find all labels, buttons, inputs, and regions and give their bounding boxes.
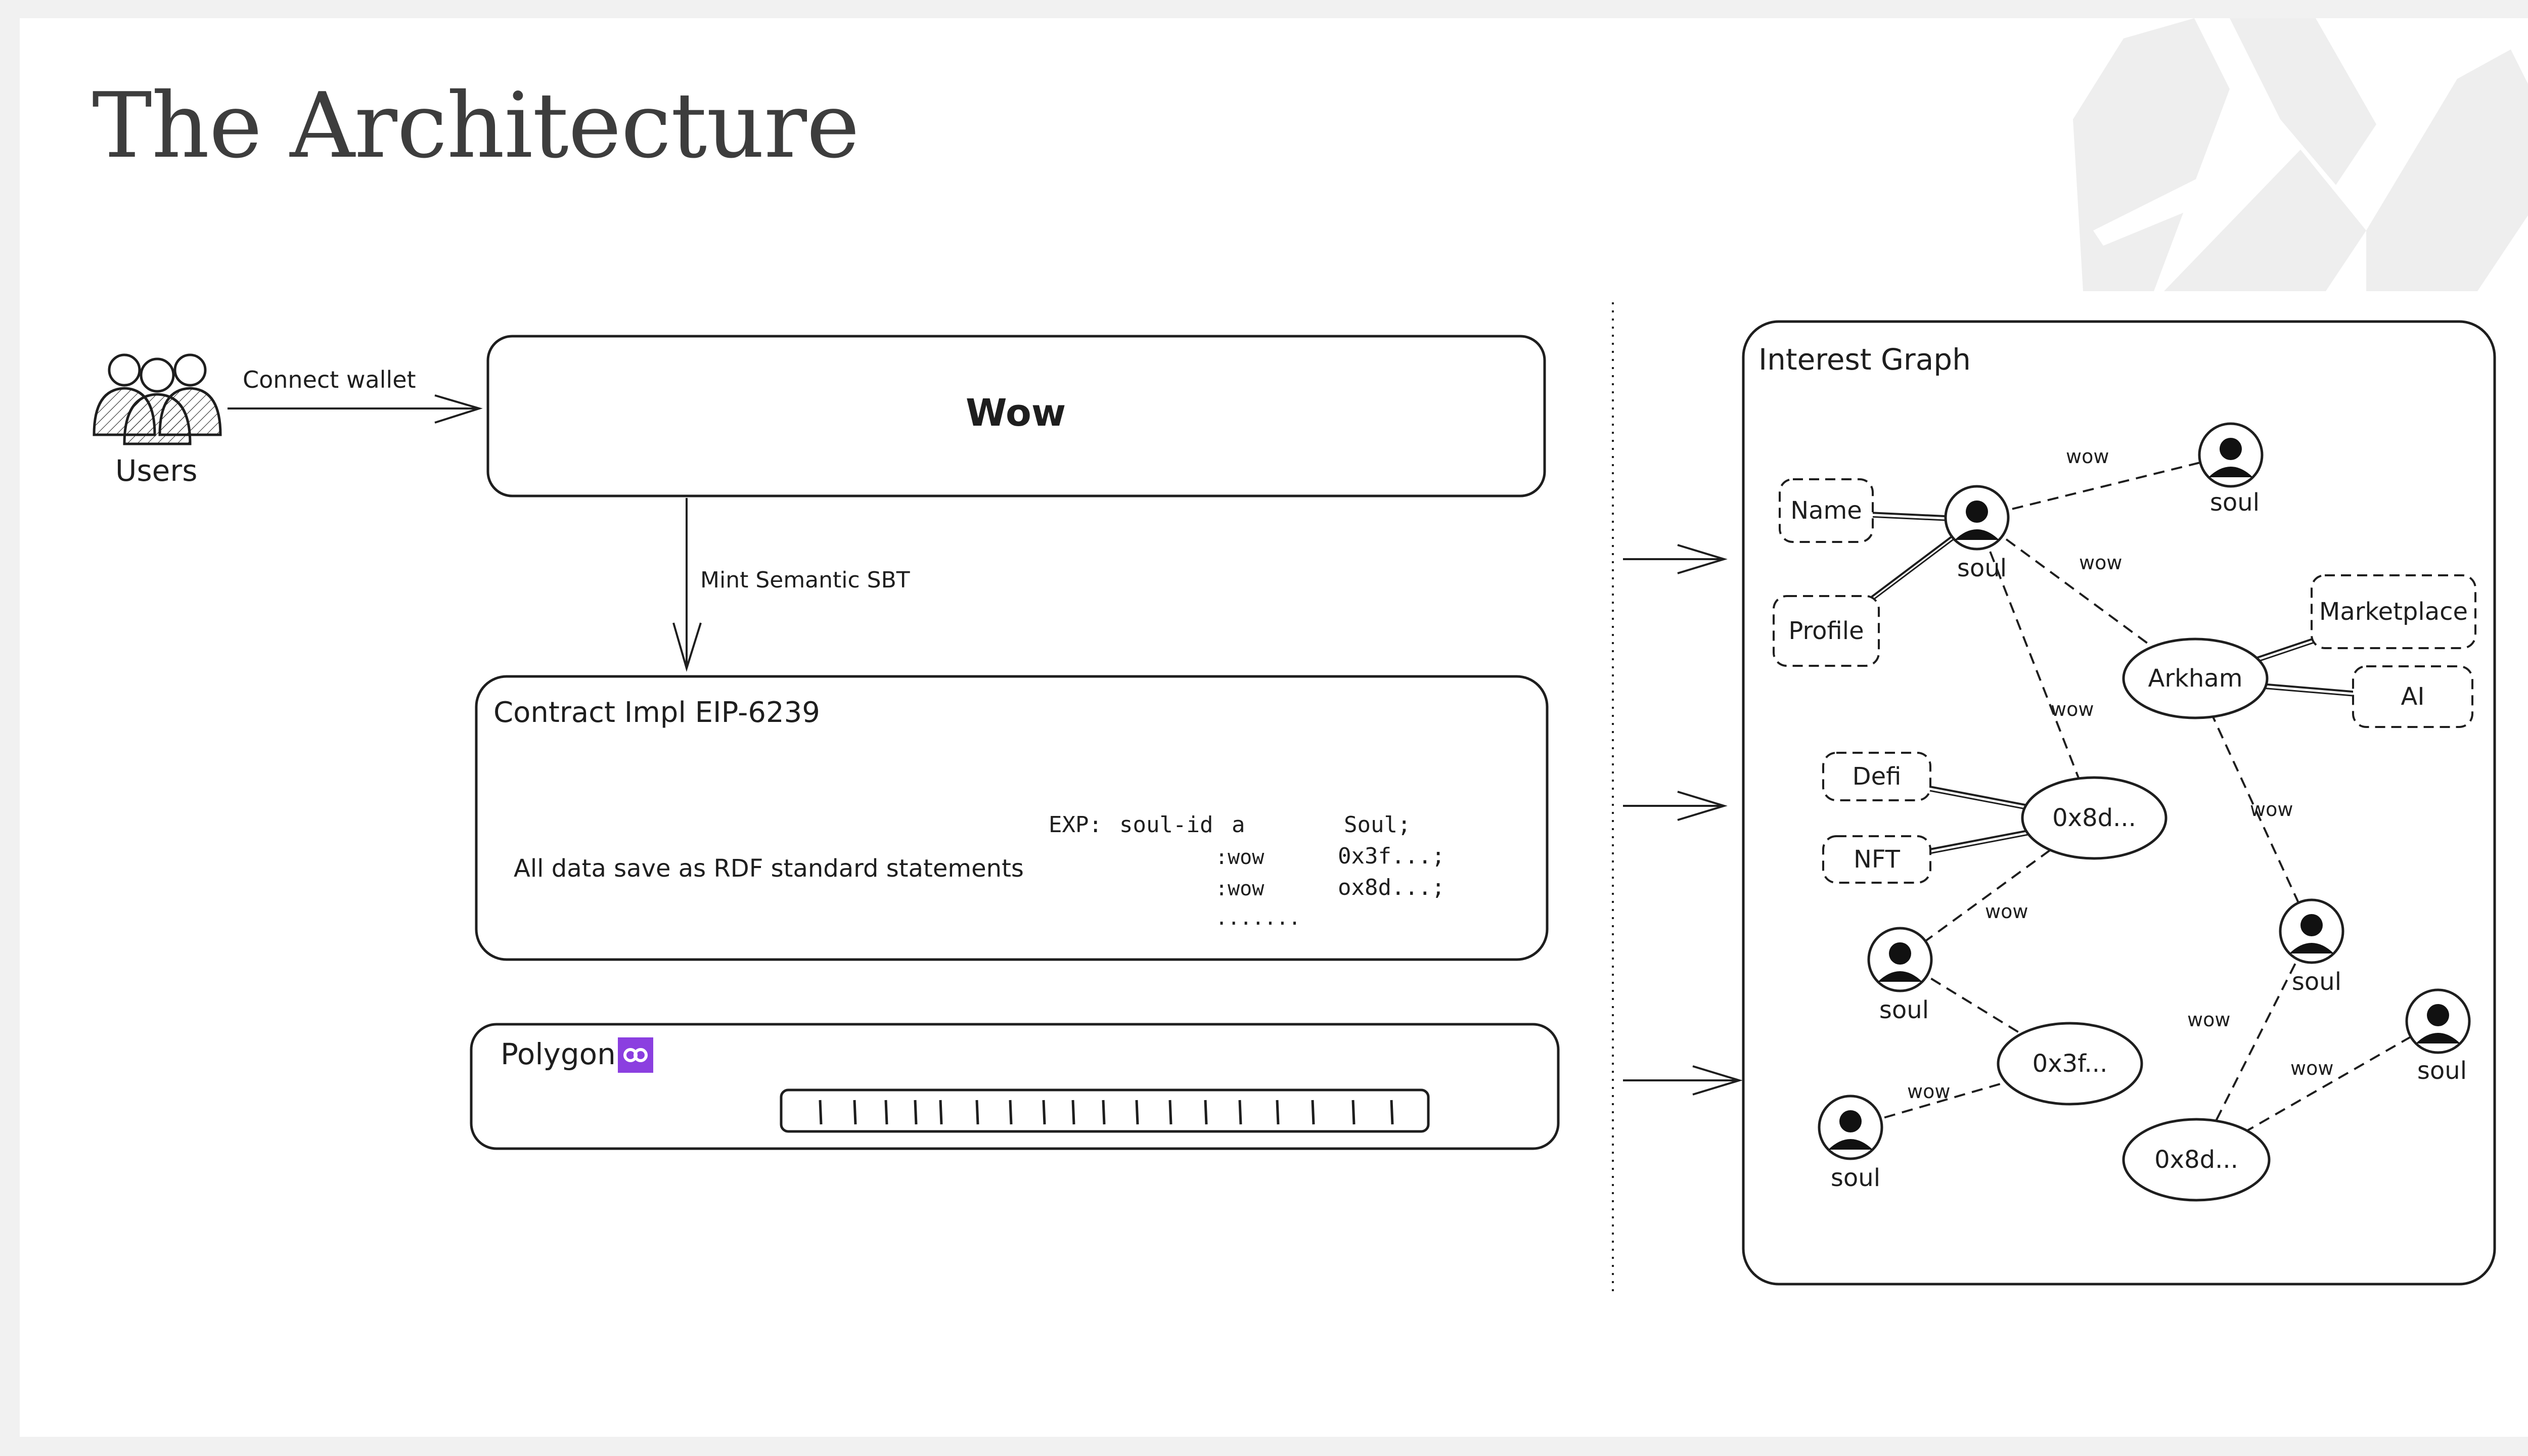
polygon-label: Polygon: [501, 1037, 616, 1071]
block-tick: [1238, 1100, 1242, 1125]
contract-label: 0x8d...: [2154, 1146, 2238, 1174]
user-avatar-icon: [2416, 1004, 2460, 1043]
graph-edge-soul1-soul2: [1976, 454, 2231, 519]
users-label: Users: [115, 453, 198, 488]
block-tick: [1204, 1100, 1208, 1125]
rdf-object: 0x3f...;: [1338, 843, 1445, 869]
contract-label: Arkham: [2148, 664, 2243, 693]
soul-label: soul: [1879, 996, 1929, 1024]
rdf-predicate: a: [1232, 812, 1245, 838]
graph-edge-soul5-c8d2: [2195, 931, 2313, 1160]
block-tick: [1042, 1100, 1046, 1125]
user-avatar-icon: [1878, 942, 1922, 982]
block-tick: [1102, 1100, 1106, 1125]
graph-node-name: Name: [1779, 478, 1874, 543]
rdf-object: Soul;: [1344, 812, 1411, 838]
contract-title: Contract Impl EIP-6239: [493, 696, 820, 729]
mint-sbt-label: Mint Semantic SBT: [700, 567, 910, 593]
graph-node-soul4: soul: [1818, 1095, 1883, 1192]
block-tick: [884, 1100, 888, 1125]
graph-node-profile: Profile: [1773, 595, 1880, 667]
soul-label: soul: [2292, 968, 2341, 996]
graph-node-soul5: soul: [2279, 898, 2344, 996]
graph-node-ai: AI: [2352, 665, 2473, 728]
block-tick: [819, 1100, 823, 1125]
wow-app-box: [486, 335, 1546, 497]
edge-label: wow: [2290, 1057, 2333, 1079]
rdf-ellipsis: .......: [1215, 906, 1301, 930]
contract-label: 0x3f...: [2033, 1050, 2108, 1078]
graph-edge-arkham-soul5: [2194, 678, 2313, 932]
block-tick: [914, 1100, 918, 1125]
block-tick: [853, 1100, 857, 1125]
graph-node-c3f: 0x3f...: [1997, 1022, 2143, 1106]
block-tick: [1009, 1100, 1013, 1125]
block-tick: [1276, 1100, 1280, 1125]
graph-node-marketplace: Marketplace: [2311, 574, 2476, 649]
graph-node-nft: NFT: [1822, 835, 1931, 884]
block-tick: [1071, 1100, 1075, 1125]
block-tick: [1351, 1100, 1356, 1125]
logo-watermark-icon: [2073, 18, 2528, 291]
edge-label: wow: [2250, 798, 2293, 821]
contract-box: [475, 675, 1549, 961]
contract-label: 0x8d...: [2052, 804, 2136, 832]
block-tick: [939, 1100, 943, 1125]
rdf-prefix: EXP:: [1049, 812, 1102, 838]
connect-wallet-arrow: [228, 394, 483, 424]
tag-label: NFT: [1854, 845, 1901, 874]
rdf-predicate: :wow: [1215, 877, 1265, 900]
graph-node-c8d1: 0x8d...: [2021, 776, 2168, 860]
tag-label: Profile: [1788, 617, 1864, 645]
rdf-object: ox8d...;: [1338, 875, 1445, 900]
rdf-predicate: :wow: [1215, 846, 1265, 869]
graph-node-arkham: Arkham: [2122, 638, 2269, 719]
edge-label: wow: [1907, 1080, 1950, 1103]
tag-label: AI: [2401, 682, 2425, 711]
soul-label: soul: [2417, 1057, 2467, 1085]
rdf-subject: soul-id: [1119, 812, 1213, 838]
graph-node-defi: Defi: [1822, 752, 1931, 801]
edge-label: wow: [2066, 445, 2109, 468]
graph-node-soul3: soul: [1867, 927, 1933, 1024]
blockchain-bar: [780, 1088, 1430, 1133]
tag-label: Name: [1790, 496, 1862, 525]
wow-box-title: Wow: [966, 391, 1066, 435]
edge-label: wow: [2187, 1009, 2230, 1031]
tag-label: Defi: [1853, 762, 1902, 791]
graph-node-soul6: soul: [2405, 988, 2471, 1085]
edge-label: wow: [2051, 698, 2094, 720]
graph-input-arrows: [1623, 544, 1743, 1096]
graph-node-c8d2: 0x8d...: [2122, 1118, 2271, 1202]
soul-label: soul: [2210, 488, 2260, 517]
edge-label: wow: [2079, 552, 2122, 574]
graph-node-soul1: soul: [1944, 485, 2010, 582]
block-tick: [1135, 1100, 1139, 1125]
user-avatar-icon: [2208, 438, 2253, 477]
block-tick: [1168, 1100, 1172, 1125]
graph-node-soul2: soul: [2198, 422, 2264, 517]
interest-graph-title: Interest Graph: [1758, 342, 1971, 377]
block-tick: [1390, 1100, 1394, 1125]
block-tick: [1311, 1100, 1315, 1125]
contract-description: All data save as RDF standard statements: [514, 854, 1024, 883]
slide-title: The Architecture: [92, 73, 860, 178]
soul-label: soul: [1831, 1164, 1880, 1192]
edge-label: wow: [1985, 900, 2028, 923]
user-avatar-icon: [2289, 914, 2334, 953]
block-tick: [975, 1100, 979, 1125]
connect-wallet-label: Connect wallet: [243, 366, 416, 393]
user-avatar-icon: [1955, 500, 1999, 540]
user-avatar-icon: [1828, 1110, 1873, 1150]
soul-label: soul: [1957, 554, 2007, 582]
users-icon: [93, 353, 222, 445]
mint-sbt-arrow: [672, 498, 702, 672]
tag-label: Marketplace: [2319, 598, 2468, 626]
